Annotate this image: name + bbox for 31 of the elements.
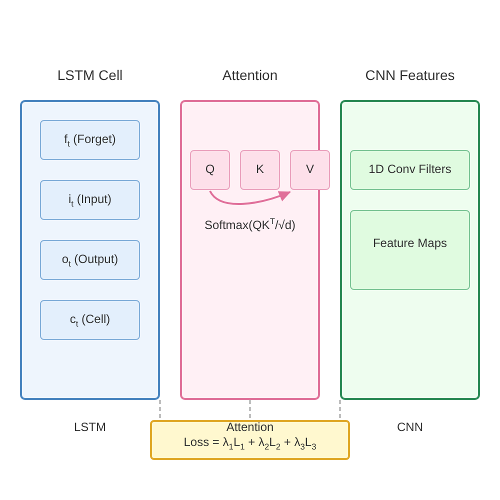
gate-box <box>40 180 140 220</box>
box-label: c$_{t}$ (Cell) <box>70 313 110 327</box>
box-label: f$_{t}$ (Forget) <box>64 133 116 147</box>
branch-label: Attention <box>226 421 274 435</box>
formula-text: Loss = λ$_{1}$L$_{1}$ + λ$_{2}$L$_{2}$ + λ$_{3}$L$_{3}$ <box>184 436 316 450</box>
box-label: o$_{t}$ (Output) <box>62 253 118 267</box>
panel-heading: CNN Features <box>365 67 455 84</box>
filter-box <box>350 150 470 190</box>
box-label: 1D Conv Filters <box>368 163 452 177</box>
box-label: K <box>256 163 264 177</box>
panel-heading: Attention <box>222 67 278 84</box>
box-label: i$_{t}$ (Input) <box>68 193 112 207</box>
box-label: V <box>306 163 314 177</box>
branch-label: CNN <box>397 421 423 435</box>
dashed-connector <box>339 400 341 420</box>
dashed-connector <box>159 400 161 420</box>
matrix-box <box>240 150 280 190</box>
loss-box <box>150 420 350 460</box>
panel-heading: LSTM Cell <box>57 67 123 84</box>
matrix-box <box>190 150 230 190</box>
matrix-box <box>290 150 330 190</box>
gate-box <box>40 300 140 340</box>
box-label: Q <box>205 163 215 177</box>
gate-box <box>40 120 140 160</box>
curved-arrow <box>209 190 291 205</box>
branch-label: LSTM <box>74 421 106 435</box>
box-label: Feature Maps <box>372 237 448 251</box>
gate-box <box>40 240 140 280</box>
dashed-connector <box>249 400 251 420</box>
formula-text: Softmax(QK$^{T}$/√d) <box>204 219 296 233</box>
feature-map-box <box>350 210 470 290</box>
